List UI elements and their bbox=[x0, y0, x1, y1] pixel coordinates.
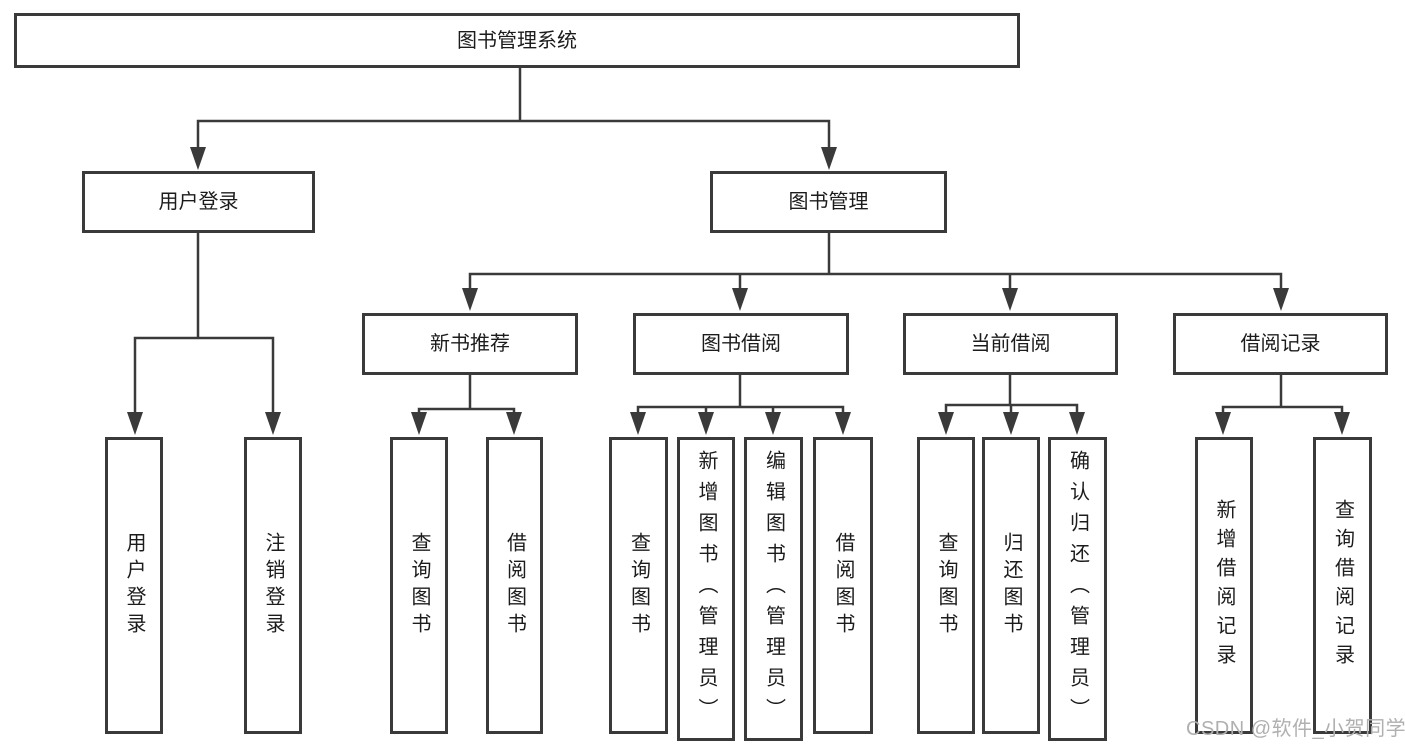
node-label: 当前借阅 bbox=[970, 333, 1051, 355]
arrow-icon bbox=[1069, 412, 1085, 435]
arrow-icon bbox=[821, 147, 837, 170]
arrow-icon bbox=[1215, 412, 1231, 435]
node-book-management: 图书管理 bbox=[710, 171, 947, 233]
node-root-system: 图书管理系统 bbox=[14, 13, 1020, 68]
node-leaf-borrow-book-rec: 借阅图书 bbox=[486, 437, 543, 734]
node-leaf-user-login: 用户登录 bbox=[105, 437, 163, 734]
node-leaf-logout: 注销登录 bbox=[244, 437, 302, 734]
node-leaf-query-book-borrow: 查询图书 bbox=[609, 437, 668, 734]
connector-currentborrow-to-leaves bbox=[944, 374, 1079, 416]
arrow-icon bbox=[190, 147, 206, 170]
arrow-icon bbox=[506, 412, 522, 435]
node-leaf-add-borrow-record: 新增借阅记录 bbox=[1195, 437, 1253, 734]
node-current-borrow: 当前借阅 bbox=[903, 313, 1118, 375]
arrow-icon bbox=[265, 412, 281, 435]
node-leaf-borrow-book: 借阅图书 bbox=[813, 437, 873, 734]
node-label: 查询图书 bbox=[935, 531, 957, 640]
node-label: 归还图书 bbox=[1000, 531, 1022, 640]
arrow-icon bbox=[1002, 288, 1018, 311]
arrow-icon bbox=[462, 288, 478, 311]
node-label: 注销登录 bbox=[262, 531, 284, 640]
arrow-icon bbox=[1273, 288, 1289, 311]
node-new-book-recommend: 新书推荐 bbox=[362, 313, 578, 375]
arrowheads bbox=[127, 147, 1350, 435]
node-label: 新书推荐 bbox=[430, 333, 510, 355]
node-label: 确认归还（管理员） bbox=[1066, 449, 1089, 729]
node-label: 用户登录 bbox=[123, 531, 145, 640]
node-label: 查询借阅记录 bbox=[1331, 498, 1354, 673]
node-borrow-record: 借阅记录 bbox=[1173, 313, 1388, 375]
arrow-icon bbox=[765, 412, 781, 435]
node-label: 借阅记录 bbox=[1240, 333, 1321, 355]
connector-userlogin-to-leaves bbox=[133, 231, 275, 416]
node-leaf-edit-book-admin: 编辑图书（管理员） bbox=[744, 437, 803, 741]
node-leaf-confirm-return-admin: 确认归还（管理员） bbox=[1048, 437, 1107, 741]
node-label: 编辑图书（管理员） bbox=[762, 449, 785, 729]
arrow-icon bbox=[630, 412, 646, 435]
arrow-icon bbox=[1334, 412, 1350, 435]
node-label: 图书管理系统 bbox=[457, 29, 577, 52]
node-label: 借阅图书 bbox=[832, 531, 854, 640]
arrow-icon bbox=[1003, 412, 1019, 435]
node-leaf-add-book-admin: 新增图书（管理员） bbox=[677, 437, 735, 741]
node-label: 查询图书 bbox=[627, 531, 650, 640]
csdn-watermark: CSDN @软件_小贺同学 bbox=[1186, 718, 1405, 740]
arrow-icon bbox=[938, 412, 954, 435]
node-leaf-query-borrow-record: 查询借阅记录 bbox=[1313, 437, 1372, 734]
node-book-borrow: 图书借阅 bbox=[633, 313, 849, 375]
arrow-icon bbox=[732, 288, 748, 311]
node-label: 新增图书（管理员） bbox=[695, 449, 717, 729]
node-leaf-query-book-rec: 查询图书 bbox=[390, 437, 448, 734]
node-label: 新增借阅记录 bbox=[1213, 498, 1235, 673]
arrow-icon bbox=[411, 412, 427, 435]
connector-root-to-level2 bbox=[196, 66, 831, 151]
node-label: 用户登录 bbox=[158, 191, 239, 213]
arrow-icon bbox=[127, 412, 143, 435]
node-user-login: 用户登录 bbox=[82, 171, 315, 233]
node-leaf-query-book-current: 查询图书 bbox=[917, 437, 975, 734]
connector-bookmgmt-to-level3 bbox=[468, 231, 1283, 292]
arrow-icon bbox=[698, 412, 714, 435]
node-label: 查询图书 bbox=[408, 531, 430, 640]
connector-newbookrec-to-leaves bbox=[417, 374, 516, 416]
node-label: 图书管理 bbox=[788, 191, 869, 213]
node-label: 图书借阅 bbox=[701, 333, 781, 355]
connector-borrowrecord-to-leaves bbox=[1221, 374, 1344, 416]
node-label: 借阅图书 bbox=[503, 531, 526, 640]
arrow-icon bbox=[835, 412, 851, 435]
connector-bookborrow-to-leaves bbox=[636, 374, 845, 416]
node-leaf-return-book: 归还图书 bbox=[982, 437, 1040, 734]
